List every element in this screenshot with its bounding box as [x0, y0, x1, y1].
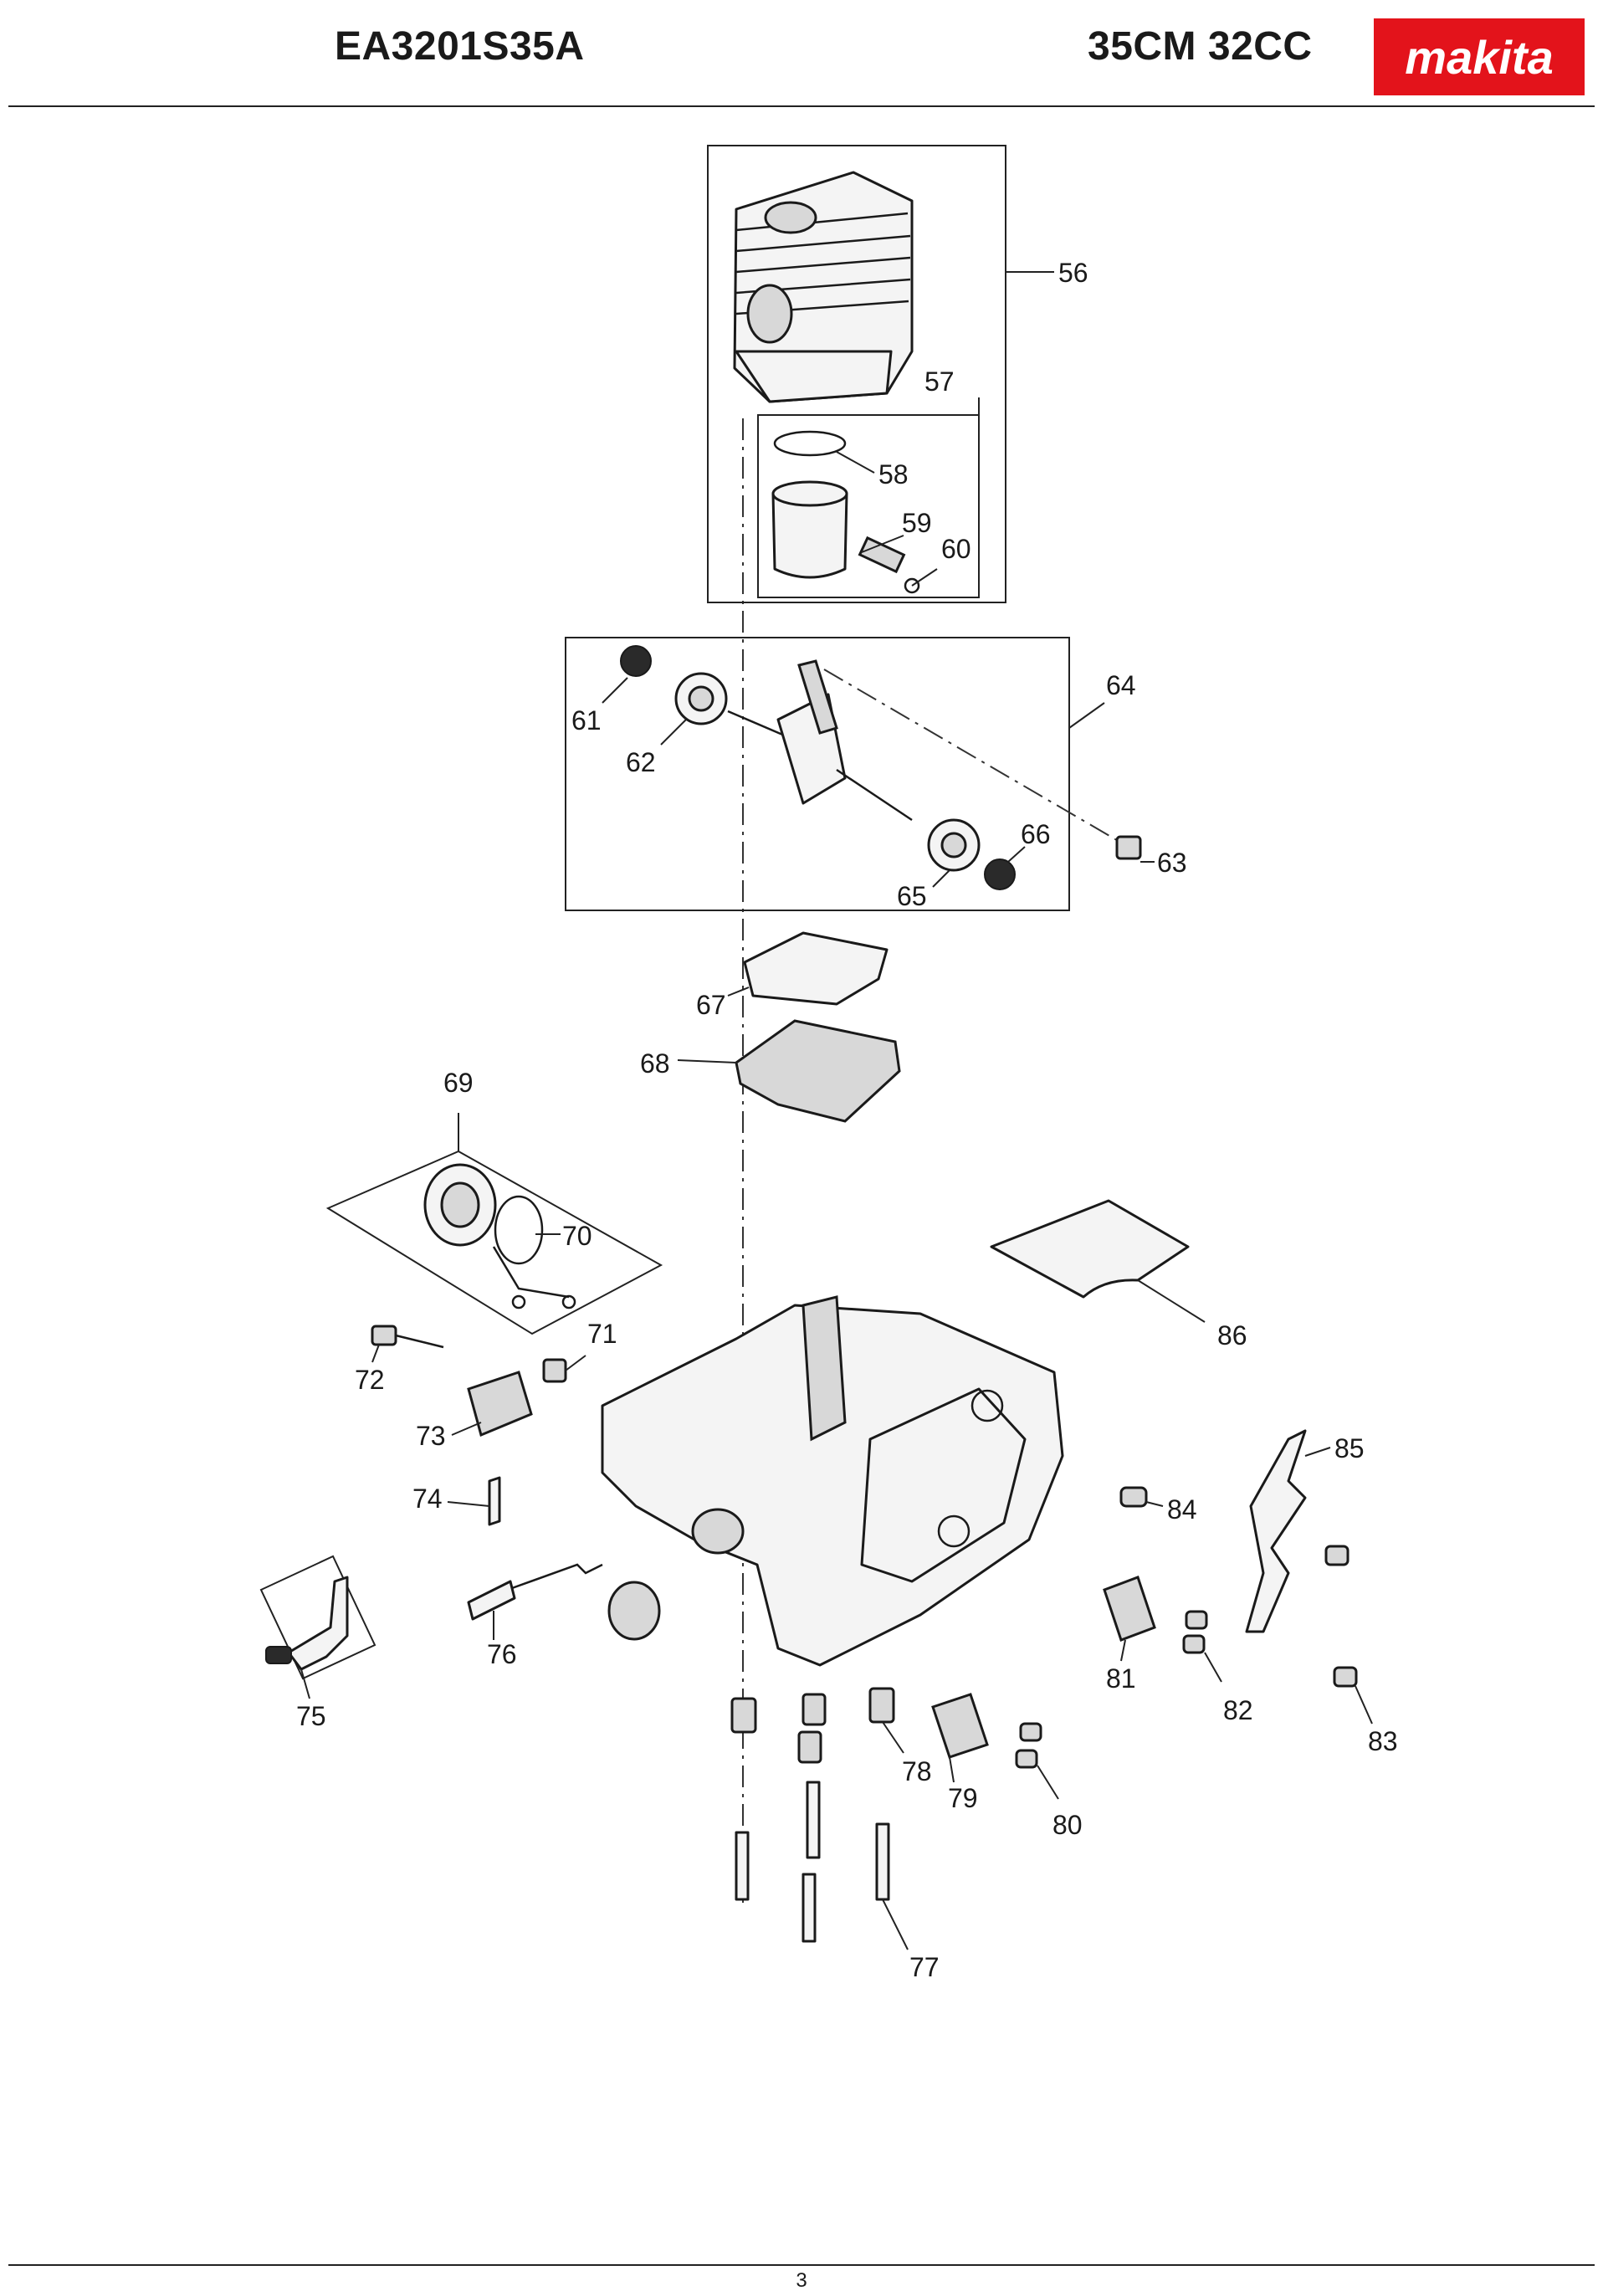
model-number: EA3201S35A: [335, 24, 585, 69]
spring-81: [1103, 1576, 1156, 1642]
callout-62: 62: [626, 747, 656, 777]
bushing-78: [868, 1687, 895, 1724]
spring-79: [931, 1693, 989, 1759]
callout-60: 60: [941, 534, 971, 564]
bolt-72: [371, 1325, 397, 1346]
callout-77: 77: [909, 1952, 940, 1982]
cylinder-group-box: [707, 145, 1006, 603]
oil-pump-group-box: [325, 1150, 663, 1335]
callout-73: 73: [416, 1421, 446, 1451]
callout-78: 78: [902, 1756, 932, 1786]
callout-76: 76: [487, 1639, 517, 1669]
spring-73: [467, 1371, 533, 1438]
callout-74: 74: [412, 1484, 443, 1514]
callout-56: 56: [1058, 258, 1088, 288]
callout-66: 66: [1021, 819, 1051, 849]
model-size: 35CM 32CC: [1088, 24, 1313, 69]
callout-70: 70: [562, 1221, 592, 1251]
nut-84: [1119, 1486, 1148, 1508]
header-rule: [8, 105, 1595, 107]
piston-drawing: [771, 430, 920, 594]
cover-86: [990, 1199, 1190, 1299]
piston-pin: [858, 536, 906, 574]
callout-84: 84: [1167, 1494, 1197, 1525]
svg-text:makita: makita: [1405, 31, 1553, 84]
o-ring-70: [494, 1195, 544, 1265]
bolt-77: [875, 1822, 890, 1901]
callout-67: 67: [696, 990, 726, 1020]
cylinder-drawing: [733, 171, 914, 403]
needle-bearing-63: [1115, 835, 1142, 860]
callout-82: 82: [1223, 1695, 1253, 1725]
footer-rule: [8, 2264, 1595, 2266]
makita-logo: makita: [1374, 18, 1585, 95]
callout-79: 79: [948, 1783, 978, 1813]
callout-69: 69: [443, 1068, 474, 1098]
callout-85: 85: [1334, 1433, 1365, 1463]
callout-59: 59: [902, 508, 932, 538]
callout-81: 81: [1106, 1663, 1136, 1694]
trigger-75: [287, 1576, 349, 1671]
callout-72: 72: [355, 1365, 385, 1395]
gasket-67: [743, 931, 889, 1006]
lever-76: [467, 1580, 516, 1621]
piston-group-box: [757, 414, 980, 598]
callout-63: 63: [1157, 848, 1187, 878]
callout-75: 75: [296, 1701, 326, 1731]
callout-58: 58: [878, 459, 909, 489]
piston-ring: [773, 430, 847, 457]
plug-71: [542, 1358, 567, 1383]
seal-66: [984, 858, 1016, 890]
callout-64: 64: [1106, 670, 1136, 700]
callout-68: 68: [640, 1048, 670, 1079]
oil-pump-drawing: [423, 1163, 576, 1309]
callout-71: 71: [587, 1319, 617, 1349]
plate-74: [488, 1476, 501, 1526]
callout-61: 61: [571, 705, 602, 735]
page-number: 3: [796, 2269, 807, 2292]
callout-83: 83: [1368, 1726, 1398, 1756]
circlip: [904, 577, 920, 594]
chain-catcher-85: [1245, 1429, 1307, 1633]
callout-65: 65: [897, 881, 927, 911]
callout-80: 80: [1052, 1810, 1083, 1840]
crankshaft-group-box: [565, 637, 1070, 911]
crankshaft-drawing: [620, 645, 1142, 890]
crankcase-68: [735, 1019, 901, 1123]
seal-61: [620, 645, 652, 677]
callout-86: 86: [1217, 1320, 1247, 1350]
callout-57: 57: [924, 366, 955, 397]
crankcase-body: [601, 1295, 1064, 1667]
